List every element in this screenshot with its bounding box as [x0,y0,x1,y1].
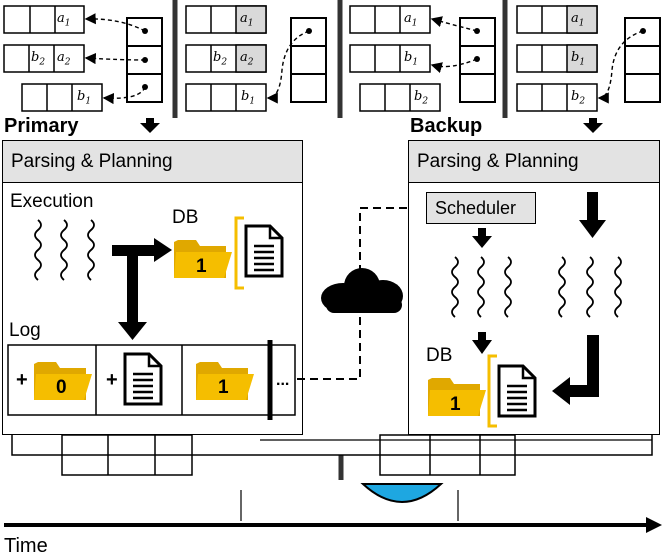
primary-header: Parsing & Planning [2,140,303,183]
log-label: Log [9,320,41,341]
arrow-icon [472,340,492,354]
arrow-icon [140,123,160,133]
arrow-icon [579,220,606,238]
scheduler-box: Scheduler [426,192,536,224]
cell-label: b1 [77,89,92,107]
log-plus-1: + [16,369,28,391]
log-plus-2: + [106,369,118,391]
thread-icon [558,256,566,318]
cell-label: a1 [404,11,418,29]
snapshot-group-3 [349,5,496,112]
cell-label: b2 [31,50,46,68]
cell-label: b2 [571,89,586,107]
primary-db-folder-number: 1 [196,256,207,277]
thread-icon [451,256,459,318]
snapshot-group-2 [185,5,327,112]
thread-icon [586,256,594,318]
thread-icon [504,256,512,318]
primary-header-label: Parsing & Planning [11,151,173,172]
backup-db-label: DB [426,345,453,366]
cell-label: b1 [404,50,419,68]
cell-label: b2 [414,89,429,107]
arrow-icon [583,123,603,133]
arrow-icon [118,322,147,340]
arrow-icon [154,238,172,262]
primary-title: Primary [4,115,79,137]
backup-header-label: Parsing & Planning [417,151,579,172]
bracket [234,216,244,290]
backup-title: Backup [410,115,483,137]
timeline-label: Time [4,535,48,557]
scheduler-label: Scheduler [435,198,517,218]
primary-db-label: DB [172,207,199,228]
bracket [487,354,497,428]
cloud-icon [321,268,403,313]
snapshot-group-4 [516,5,661,112]
cell-label: a2 [240,50,254,68]
timeline-arrowhead [646,517,662,533]
cell-label: b2 [213,50,228,68]
cell-label: b1 [241,89,256,107]
cell-label: b1 [571,50,586,68]
cell-label: a1 [57,11,71,29]
cell-label: a1 [240,11,254,29]
snapshot-group-1 [3,5,163,112]
backup-header: Parsing & Planning [408,140,660,183]
execution-label: Execution [10,191,94,212]
arrow-icon [472,236,492,248]
thread-icon [477,256,485,318]
log-ellipsis: ... [276,372,290,389]
log-folder-number-1: 0 [56,377,67,398]
arrow-icon [552,377,570,405]
document-icon [497,364,537,418]
thread-icon [614,256,622,318]
backup-db-folder-number: 1 [450,394,461,415]
cell-label: a1 [571,11,585,29]
log-folder-number-3: 1 [218,377,229,398]
cell-label: a2 [57,50,71,68]
